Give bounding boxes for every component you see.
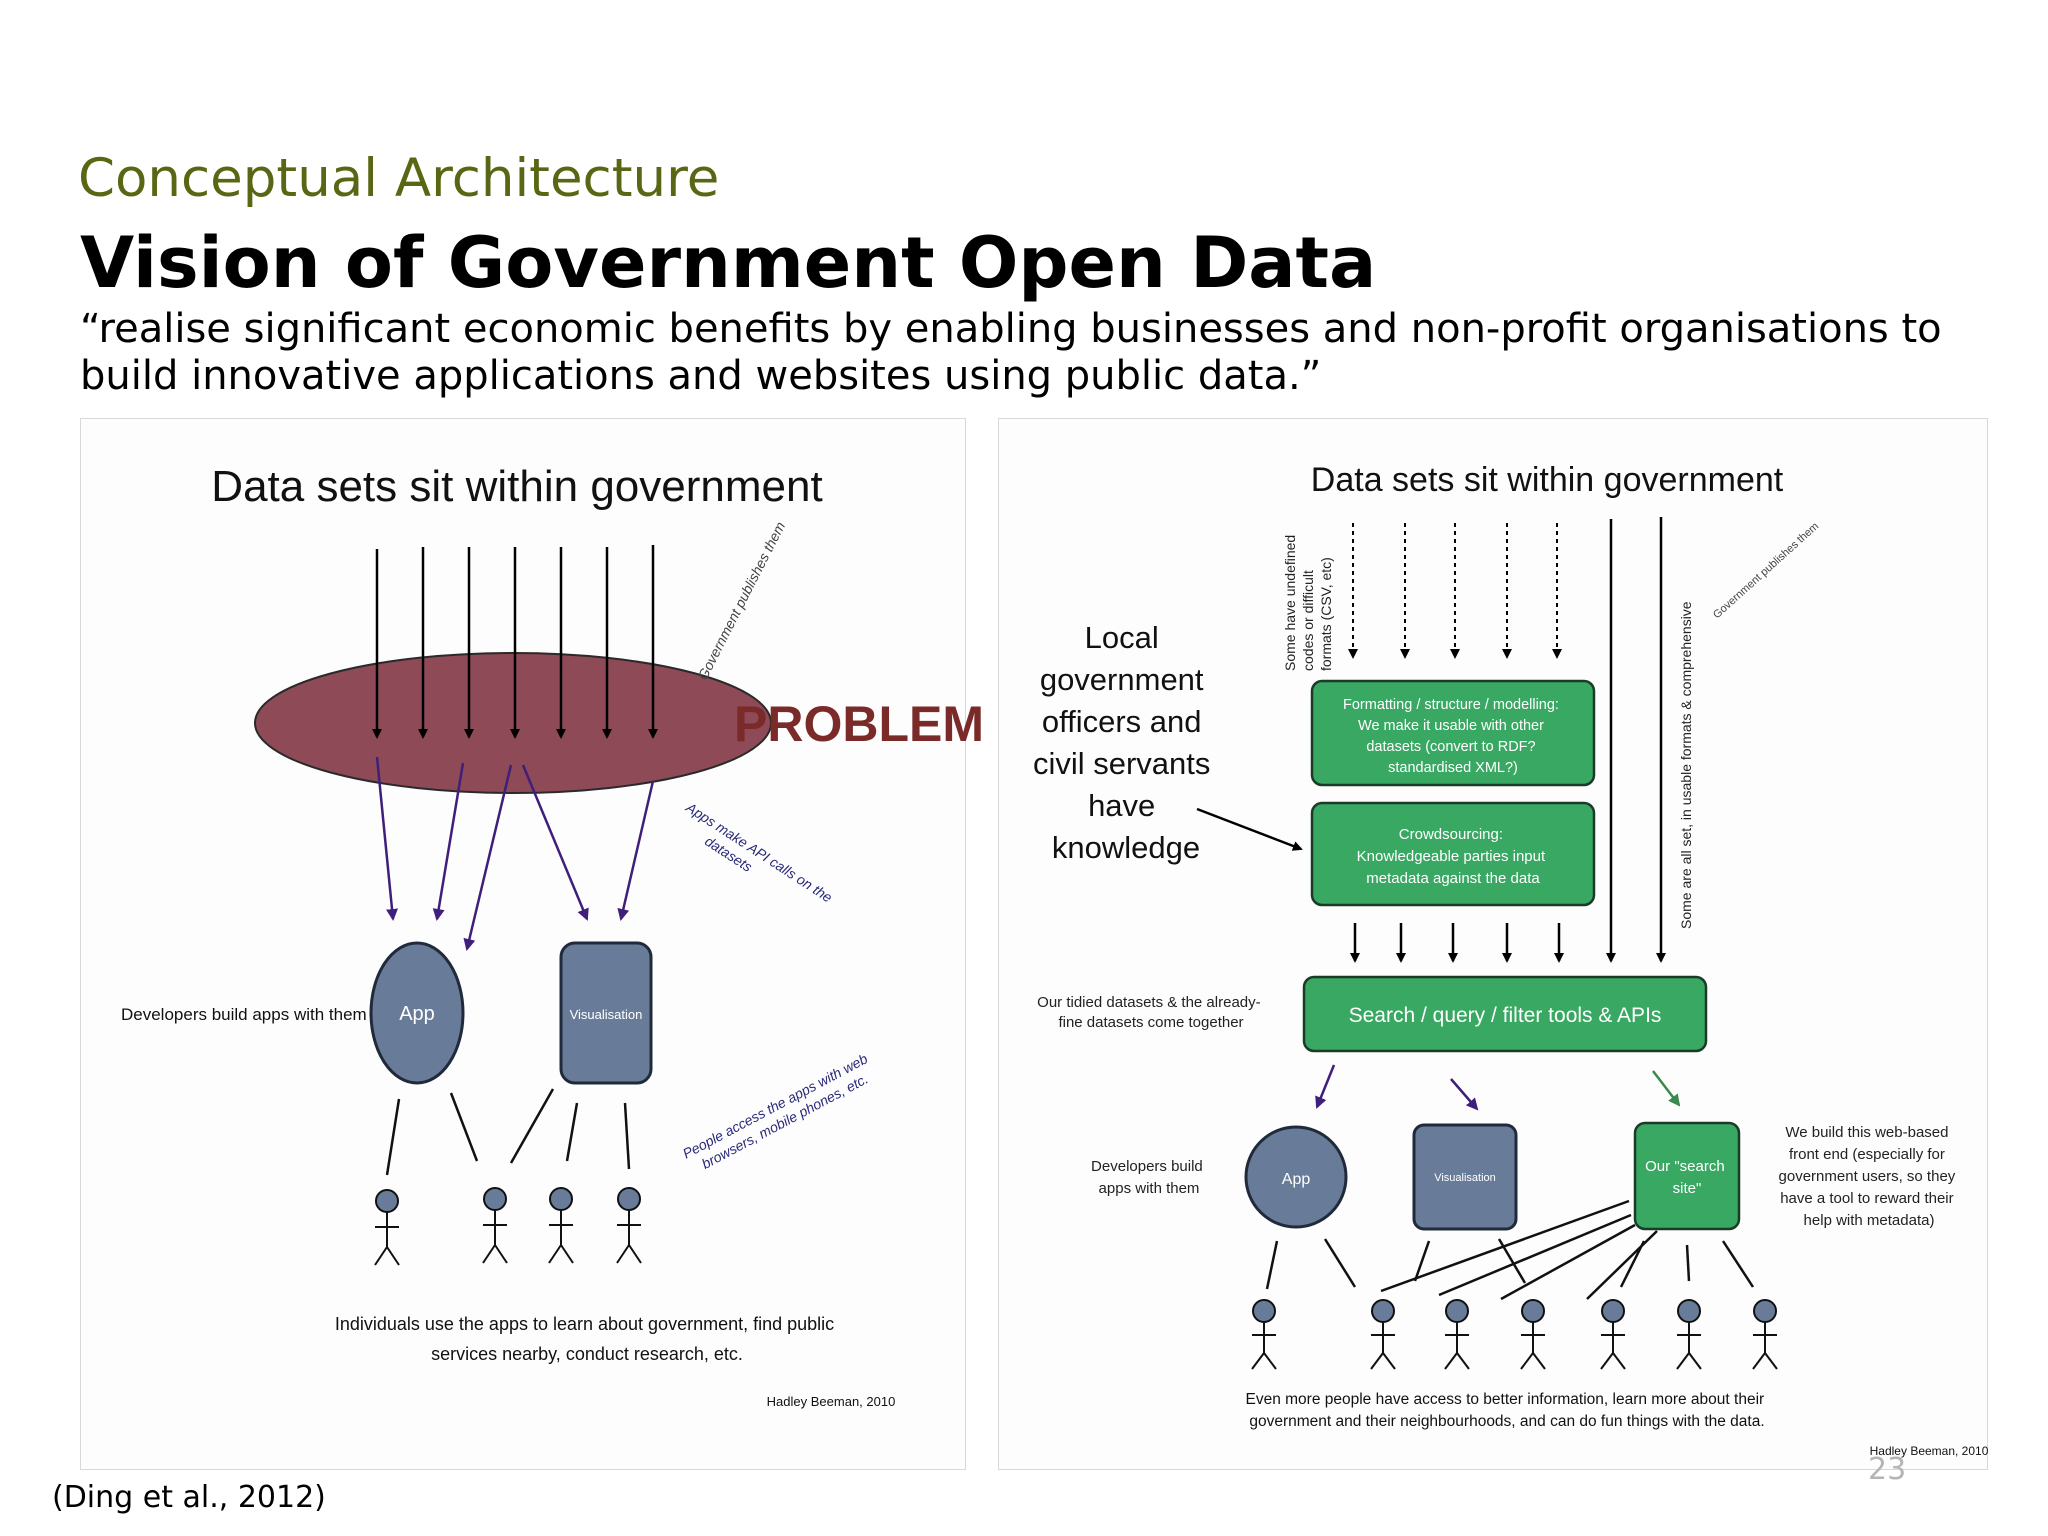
dataset-arrows bbox=[372, 545, 658, 739]
right-person-figure-6 bbox=[1676, 1299, 1702, 1370]
problem-label: PROBLEM bbox=[734, 696, 984, 752]
citation: (Ding et al., 2012) bbox=[52, 1480, 326, 1515]
right-user-connections bbox=[1265, 1199, 1755, 1301]
government-publishes-label: Government publishes them bbox=[694, 519, 788, 683]
right-user-figures bbox=[1251, 1299, 1778, 1370]
right-app-label: App bbox=[1282, 1171, 1311, 1188]
visualisation-arrow bbox=[1450, 1078, 1479, 1111]
right-government-publishes-label: Government publishes them bbox=[1711, 520, 1821, 621]
knowledge-arrow bbox=[1196, 807, 1303, 851]
right-person-figure-3 bbox=[1444, 1299, 1470, 1370]
right-diagram-image: Data sets sit within government Some hav… bbox=[998, 418, 1989, 1470]
slide-title: Vision of Government Open Data bbox=[80, 222, 1377, 304]
left-credit: Hadley Beeman, 2010 bbox=[767, 1394, 896, 1409]
usable-formats-label: Some are all set, in usable formats & co… bbox=[1678, 601, 1694, 929]
search-site-node bbox=[1633, 1121, 1741, 1231]
tidied-datasets-label: Our tidied datasets & the already- fine … bbox=[1037, 994, 1265, 1031]
right-person-figure-2 bbox=[1370, 1299, 1396, 1370]
web-frontend-label: We build this web-based front end (espec… bbox=[1779, 1124, 1960, 1229]
search-site-arrow bbox=[1652, 1070, 1681, 1107]
undefined-codes-label: Some have undefined codes or difficult f… bbox=[1282, 531, 1334, 671]
right-person-figure-7 bbox=[1752, 1299, 1778, 1370]
visualisation-label: Visualisation bbox=[570, 1007, 643, 1022]
app-node bbox=[369, 941, 465, 1085]
user-figures bbox=[374, 1187, 642, 1266]
problem-ellipse bbox=[254, 652, 772, 794]
developers-label: Developers build apps with them bbox=[121, 1005, 367, 1024]
app-arrow bbox=[1315, 1064, 1336, 1109]
right-person-figure-1 bbox=[1251, 1299, 1277, 1370]
user-connections bbox=[385, 1088, 631, 1176]
api-calls-label: Apps make API calls on the datasets bbox=[673, 799, 839, 923]
formatting-box bbox=[1310, 679, 1596, 787]
right-diagram-title: Data sets sit within government bbox=[1311, 461, 1784, 499]
quote-text: “realise significant economic benefits b… bbox=[80, 306, 1942, 399]
search-tools-box bbox=[1302, 975, 1708, 1053]
left-diagram-title: Data sets sit within government bbox=[211, 462, 822, 511]
person-figure-4 bbox=[616, 1187, 642, 1264]
right-person-figure-5 bbox=[1600, 1299, 1626, 1370]
right-visualisation-label: Visualisation bbox=[1434, 1172, 1496, 1184]
left-diagram-image: Data sets sit within government PROBLEM … bbox=[80, 418, 984, 1470]
right-person-figure-4 bbox=[1520, 1299, 1546, 1370]
api-call-arrows bbox=[375, 756, 655, 951]
person-figure-3 bbox=[548, 1187, 574, 1264]
person-figure-1 bbox=[374, 1189, 400, 1266]
visualisation-node bbox=[559, 941, 653, 1085]
local-government-label: Local government officers and civil serv… bbox=[1033, 620, 1219, 865]
right-visualisation-node bbox=[1412, 1123, 1518, 1231]
search-tools-label: Search / query / filter tools & APIs bbox=[1349, 1004, 1662, 1027]
right-diagram-svg: Data sets sit within government Some hav… bbox=[1033, 461, 1989, 1458]
crowdsourcing-box bbox=[1310, 801, 1596, 907]
tidied-dataset-arrows bbox=[1350, 923, 1564, 963]
formatting-text: Formatting / structure / modelling: We m… bbox=[1343, 697, 1563, 776]
right-credit: Hadley Beeman, 2010 bbox=[1870, 1444, 1989, 1458]
person-figure-2 bbox=[482, 1187, 508, 1264]
search-site-label: Our "search site" bbox=[1645, 1158, 1729, 1197]
people-access-label: People access the apps with web browsers… bbox=[680, 1049, 882, 1178]
slide-number: 23 bbox=[1868, 1452, 1907, 1487]
section-title: Conceptual Architecture bbox=[78, 148, 720, 209]
right-app-node bbox=[1244, 1125, 1348, 1229]
usable-dataset-arrows bbox=[1606, 517, 1666, 963]
app-label: App bbox=[399, 1003, 435, 1025]
individuals-caption: Individuals use the apps to learn about … bbox=[335, 1314, 839, 1364]
dotted-dataset-arrows bbox=[1348, 523, 1562, 659]
right-developers-label: Developers build apps with them bbox=[1091, 1158, 1207, 1197]
more-people-caption: Even more people have access to better i… bbox=[1246, 1391, 1769, 1430]
crowdsourcing-text: Crowdsourcing: Knowledgeable parties inp… bbox=[1357, 826, 1550, 887]
left-diagram-svg: Data sets sit within government PROBLEM … bbox=[121, 462, 984, 1409]
